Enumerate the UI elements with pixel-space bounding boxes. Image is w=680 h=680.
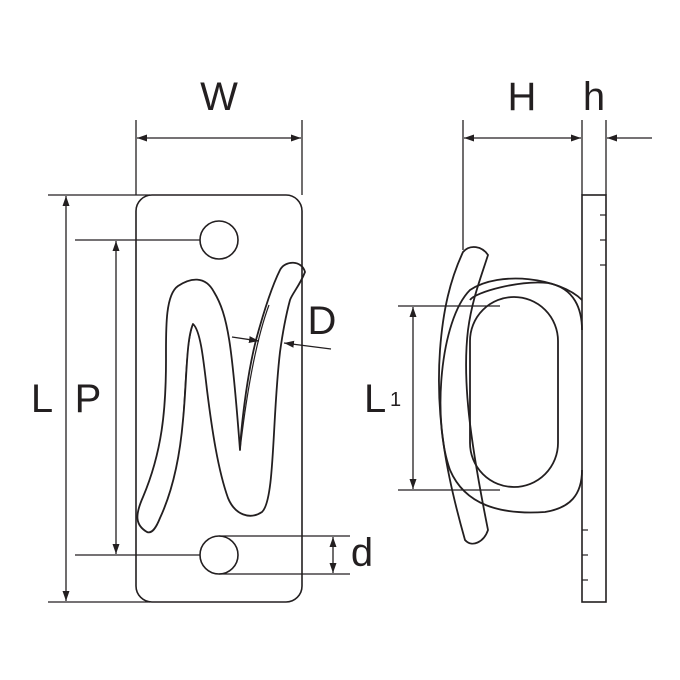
label-l1-subscript: 1 [390, 389, 401, 411]
front-base-plate [135, 194, 303, 603]
upper-mounting-hole [199, 220, 239, 260]
side-hook-wire-strand [438, 246, 489, 545]
side-base-plate [581, 194, 607, 603]
side-hook-outer-loop-top [469, 281, 583, 331]
label-d-wire: D [308, 299, 337, 343]
d-wire-arrow-left [231, 336, 260, 343]
hook-seam-left [182, 323, 194, 421]
label-h-lower: h [583, 75, 605, 119]
n-wire-hook [136, 261, 306, 534]
side-hook-outer-loop [439, 277, 583, 514]
label-d-hole: d [351, 531, 373, 575]
label-p: P [75, 377, 102, 421]
label-h-upper: H [508, 75, 537, 119]
side-plate-dashes [582, 214, 606, 581]
d-wire-arrow-right [283, 340, 332, 350]
side-hook-inner-opening [469, 296, 559, 488]
label-w: W [200, 75, 238, 119]
hook-seam-right [239, 304, 270, 451]
label-l: L [31, 377, 53, 421]
label-l1: L [364, 377, 386, 421]
lower-mounting-hole [199, 535, 239, 575]
